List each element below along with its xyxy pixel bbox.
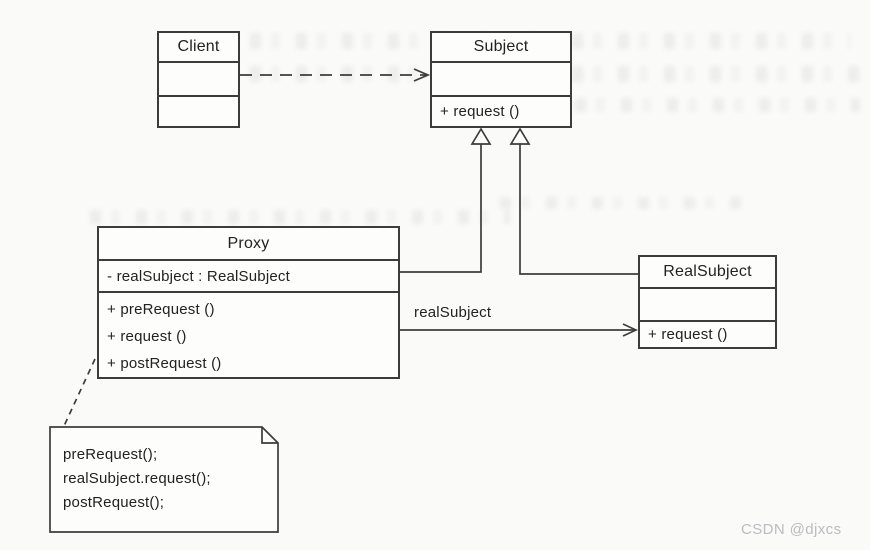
note-line: postRequest(); bbox=[63, 494, 165, 511]
method: + request () bbox=[648, 326, 728, 343]
class-subject-methods: + request () bbox=[432, 95, 570, 126]
class-realsubject-attributes bbox=[640, 287, 775, 320]
class-subject-name: Subject bbox=[473, 38, 529, 55]
scan-artifact bbox=[575, 98, 860, 112]
method: + postRequest () bbox=[107, 355, 222, 372]
method: + request () bbox=[440, 103, 520, 120]
class-subject: Subject + request () bbox=[430, 31, 572, 128]
scan-artifact bbox=[90, 210, 510, 224]
note-line: realSubject.request(); bbox=[63, 470, 211, 487]
watermark: CSDN @djxcs bbox=[741, 521, 842, 538]
class-proxy-attributes: - realSubject : RealSubject bbox=[99, 259, 398, 291]
class-proxy: Proxy - realSubject : RealSubject + preR… bbox=[97, 226, 400, 379]
class-client-methods bbox=[159, 95, 238, 126]
note-anchor-line bbox=[63, 358, 96, 427]
scan-artifact bbox=[500, 197, 750, 209]
note-line: preRequest(); bbox=[63, 446, 158, 463]
class-proxy-methods: + preRequest () + request () + postReque… bbox=[99, 291, 398, 377]
class-realsubject: RealSubject + request () bbox=[638, 255, 777, 349]
code-note-text: preRequest(); realSubject.request(); pos… bbox=[63, 443, 211, 515]
class-realsubject-name: RealSubject bbox=[663, 263, 752, 280]
association-proxy-realsubject bbox=[400, 323, 639, 337]
class-client-name: Client bbox=[177, 38, 220, 55]
class-client-attributes bbox=[159, 61, 238, 95]
association-label: realSubject bbox=[414, 304, 492, 321]
class-proxy-name: Proxy bbox=[227, 234, 270, 252]
attribute: - realSubject : RealSubject bbox=[107, 267, 290, 285]
generalization-proxy-subject bbox=[400, 127, 492, 273]
method: + preRequest () bbox=[107, 301, 215, 318]
method: + request () bbox=[107, 328, 187, 345]
class-client: Client bbox=[157, 31, 240, 128]
class-subject-attributes bbox=[432, 61, 570, 95]
class-realsubject-methods: + request () bbox=[640, 320, 775, 347]
